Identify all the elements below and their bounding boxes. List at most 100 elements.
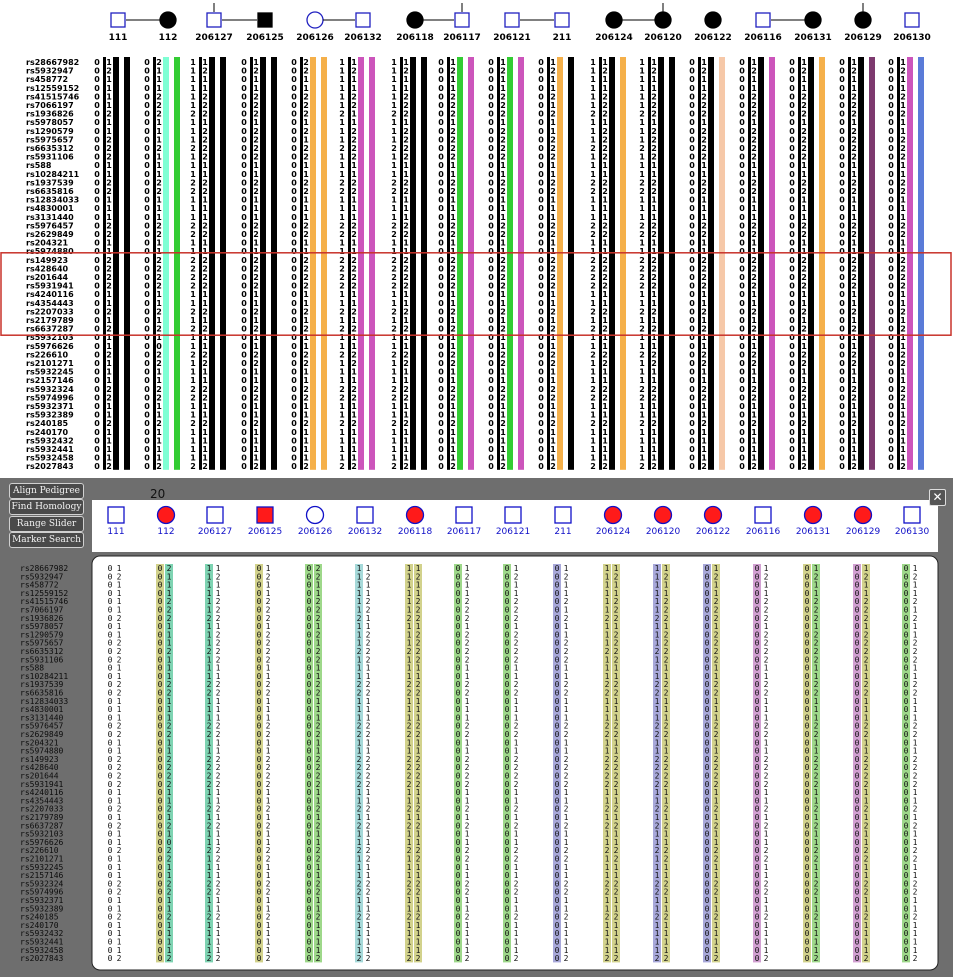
allele-text: 0 (438, 178, 444, 187)
allele-text: 2 (202, 256, 208, 265)
allele-text: 1 (851, 342, 857, 351)
allele-text: 0 (108, 713, 113, 722)
allele-text: 1 (202, 58, 208, 67)
allele-text: 1 (590, 92, 596, 101)
allele-text: 0 (291, 58, 297, 67)
allele-text: 2 (391, 307, 397, 316)
allele-text: 1 (639, 247, 645, 256)
allele-text: 2 (751, 359, 757, 368)
allele-text: 0 (855, 622, 860, 631)
allele-text: 0 (739, 411, 745, 420)
allele-text: 2 (851, 127, 857, 136)
allele-text: 1 (814, 896, 819, 905)
allele-text: 0 (904, 855, 909, 864)
allele-text: 1 (590, 333, 596, 342)
haplotype-bar (405, 564, 413, 963)
allele-text: 2 (602, 393, 608, 402)
allele-text: 2 (266, 846, 271, 855)
allele-text: 2 (366, 689, 371, 698)
female-symbol-206126 (306, 11, 324, 29)
allele-text: 1 (351, 247, 357, 256)
allele-text: 0 (94, 170, 100, 179)
individual-id-206121: 206121 (493, 33, 531, 43)
allele-text: 0 (839, 67, 845, 76)
allele-text: 1 (614, 813, 619, 822)
allele-text: 1 (764, 929, 769, 938)
allele-text: 2 (614, 855, 619, 864)
allele-text: 1 (253, 213, 259, 222)
allele-text: 1 (639, 75, 645, 84)
allele-text: 0 (307, 747, 312, 756)
allele-text: 0 (538, 204, 544, 213)
allele-text: 0 (805, 821, 810, 830)
allele-text: 0 (257, 597, 262, 606)
marker-label: rs12559152 (20, 589, 68, 598)
allele-text: 2 (913, 655, 918, 664)
allele-text: 1 (351, 170, 357, 179)
marker-label: rs5978057 (20, 622, 64, 631)
allele-text: 2 (403, 127, 409, 136)
allele-text: 1 (814, 705, 819, 714)
marker-search-button[interactable]: Marker Search (9, 532, 84, 548)
allele-text: 2 (651, 385, 657, 394)
allele-text: 2 (701, 385, 707, 394)
allele-text: 0 (94, 153, 100, 162)
allele-text: 0 (888, 445, 894, 454)
male-symbol-206116 (755, 12, 771, 28)
marker-label: rs5932389 (26, 411, 74, 420)
allele-text: 0 (555, 888, 560, 897)
allele-text: 1 (207, 946, 212, 955)
allele-text: 2 (900, 230, 906, 239)
allele-text: 0 (158, 938, 163, 947)
allele-text: 0 (241, 419, 247, 428)
allele-text: 1 (450, 170, 456, 179)
allele-text: 1 (391, 92, 397, 101)
allele-text: 1 (714, 564, 719, 573)
allele-text: 2 (207, 913, 212, 922)
allele-text: 0 (839, 342, 845, 351)
allele-text: 0 (144, 376, 150, 385)
allele-text: 2 (156, 264, 162, 273)
allele-text: 2 (351, 230, 357, 239)
marker-label: rs4830001 (26, 204, 74, 213)
allele-text: 0 (438, 170, 444, 179)
allele-text: 1 (602, 402, 608, 411)
allele-text: 1 (407, 813, 412, 822)
allele-text: 0 (538, 333, 544, 342)
allele-text: 2 (316, 614, 321, 623)
allele-text: 1 (814, 622, 819, 631)
allele-text: 0 (505, 871, 510, 880)
allele-text: 1 (351, 333, 357, 342)
allele-text: 2 (216, 846, 221, 855)
allele-text: 2 (900, 282, 906, 291)
allele-text: 2 (602, 264, 608, 273)
allele-text: 1 (202, 247, 208, 256)
allele-text: 2 (701, 462, 707, 471)
align-pedigree-button[interactable]: Align Pedigree (9, 483, 84, 499)
allele-text: 2 (407, 805, 412, 814)
find-homology-button[interactable]: Find Homology (9, 499, 84, 515)
allele-text: 2 (801, 67, 807, 76)
allele-text: 2 (714, 630, 719, 639)
allele-text: 1 (639, 454, 645, 463)
allele-text: 2 (851, 385, 857, 394)
allele-text: 1 (303, 342, 309, 351)
range-slider-button[interactable]: Range Slider (9, 516, 84, 532)
allele-text: 0 (705, 838, 710, 847)
allele-text: 0 (705, 938, 710, 947)
allele-text: 1 (391, 213, 397, 222)
allele-text: 0 (555, 838, 560, 847)
allele-text: 0 (488, 161, 494, 170)
allele-text: 0 (456, 572, 461, 581)
allele-text: 2 (851, 350, 857, 359)
close-icon[interactable]: ✕ (929, 489, 946, 506)
allele-text: 0 (739, 436, 745, 445)
allele-text: 1 (266, 871, 271, 880)
allele-text: 0 (705, 705, 710, 714)
allele-text: 0 (291, 307, 297, 316)
allele-text: 1 (351, 196, 357, 205)
generation-label: 20 (150, 487, 166, 501)
allele-text: 0 (855, 921, 860, 930)
allele-text: 2 (602, 135, 608, 144)
allele-text: 1 (366, 863, 371, 872)
